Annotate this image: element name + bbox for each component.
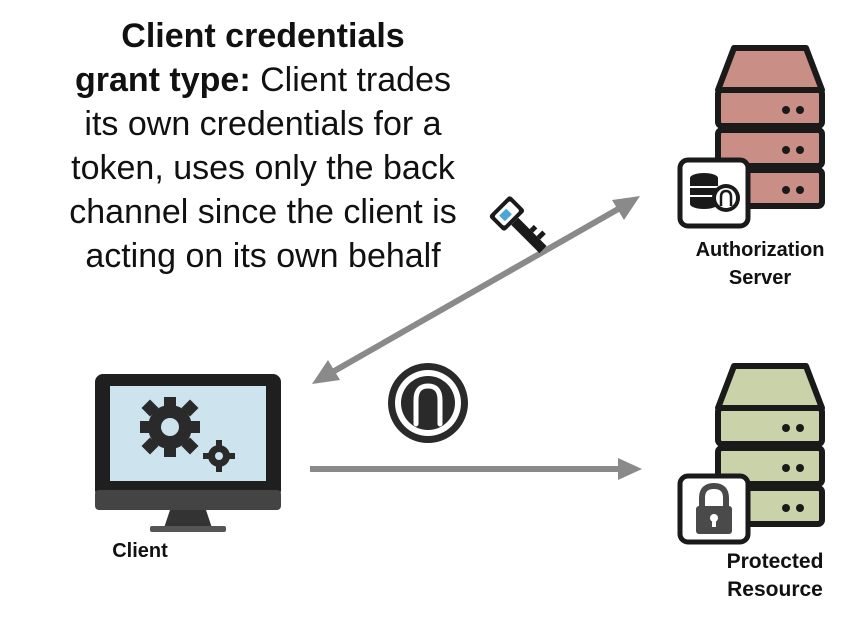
lock-icon [677, 473, 751, 545]
authorization-server-label-line2: Server [728, 267, 792, 289]
title-bold-line1: Client credentials [121, 17, 405, 55]
arrow-client-to-auth-server [312, 196, 640, 384]
client-monitor [95, 374, 281, 532]
description-line5: channel since the client is [69, 193, 457, 231]
token-a-icon [388, 363, 468, 443]
arrow-client-to-resource [310, 458, 642, 480]
description-line6: acting on its own behalf [85, 237, 441, 275]
database-token-icon [677, 157, 751, 229]
authorization-server-label: Authorization Server [680, 236, 840, 292]
protected-resource-label-line2: Resource [727, 578, 823, 601]
description-line2: Client trades [250, 61, 451, 99]
authorization-server-label-line1: Authorization [695, 239, 825, 261]
protected-resource-label-line1: Protected [726, 550, 824, 573]
description-line3: its own credentials for a [84, 105, 442, 143]
description-line4: token, uses only the back [71, 149, 455, 187]
description-text: Client credentials grant type: Client tr… [28, 14, 498, 278]
client-label: Client [112, 540, 168, 562]
title-bold-line2: grant type: [74, 61, 251, 99]
protected-resource-label: Protected Resource [690, 548, 860, 604]
gear-icon [140, 397, 235, 472]
key-icon [489, 196, 547, 254]
